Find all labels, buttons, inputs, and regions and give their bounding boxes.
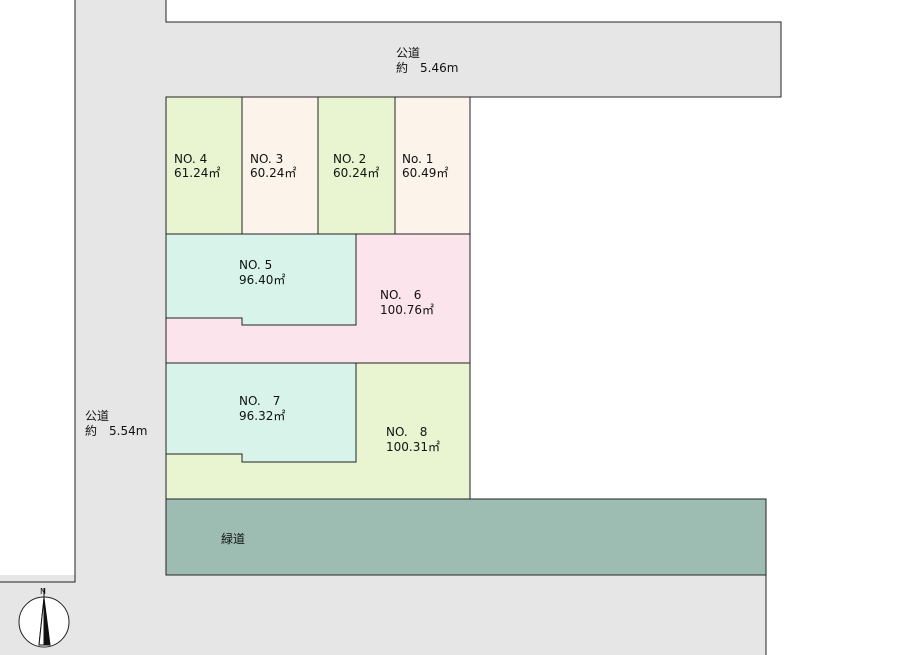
lot-3-number: NO. 3 <box>250 152 283 166</box>
lot-7-number: NO. 7 <box>239 394 280 408</box>
lot-7 <box>165 362 357 463</box>
lot-1-area: 60.49㎡ <box>402 166 448 180</box>
lot-7-area: 96.32㎡ <box>239 409 285 423</box>
north-arrow-icon: N <box>18 587 70 648</box>
road-edges <box>0 0 782 655</box>
lot-2 <box>317 96 396 235</box>
lot-4-number: NO. 4 <box>174 152 207 166</box>
lot-4-area: 61.24㎡ <box>174 166 220 180</box>
top-road-width: 約 5.46m <box>396 60 458 75</box>
lot-2-number: NO. 2 <box>333 152 366 166</box>
left-road-surface <box>75 0 166 582</box>
greenway-label: 緑道 <box>221 531 245 546</box>
lot-5-number: NO. 5 <box>239 258 272 272</box>
lot-8-number: NO. 8 <box>386 425 427 439</box>
left-road-width: 約 5.54m <box>85 423 147 438</box>
lot-6-number: NO. 6 <box>380 288 421 302</box>
lot-1 <box>394 96 471 235</box>
lots <box>165 96 471 500</box>
svg-text:N: N <box>40 587 46 596</box>
lot-5-area: 96.40㎡ <box>239 273 285 287</box>
top-road-surface <box>166 22 781 97</box>
lot-6-area: 100.76㎡ <box>380 303 434 317</box>
greenway <box>165 498 767 576</box>
lot-3-area: 60.24㎡ <box>250 166 296 180</box>
lot-1-number: No. 1 <box>402 152 433 166</box>
lot-5 <box>165 233 357 326</box>
lot-2-area: 60.24㎡ <box>333 166 379 180</box>
lot-8-area: 100.31㎡ <box>386 440 440 454</box>
bottom-road-surface <box>0 575 766 655</box>
top-road-name: 公道 <box>396 46 420 60</box>
left-road-name: 公道 <box>85 409 109 423</box>
